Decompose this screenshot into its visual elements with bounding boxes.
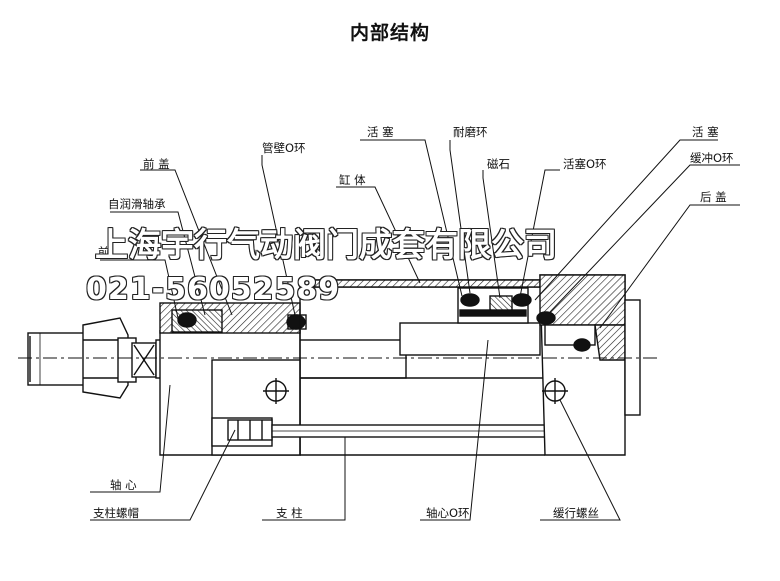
label-piston-top: 活 塞 [367, 125, 394, 139]
label-piston-oring: 活塞O环 [563, 157, 607, 171]
leader-piston-oring [519, 169, 560, 298]
label-front-cover: 前 盖 [143, 157, 170, 171]
leader-piston-top [360, 139, 463, 297]
rod-thread-end [27, 332, 89, 386]
leader-cylinder-body [336, 186, 421, 284]
leader-bearing2 [100, 259, 179, 319]
label-shaft-oring: 轴心O环 [426, 506, 470, 520]
leader-tie-rod [262, 437, 346, 521]
label-self-lube-bearing: 自润滑轴承 [108, 197, 166, 211]
label-cushion-oring: 缓冲O环 [690, 151, 734, 165]
leader-bearing [110, 211, 206, 316]
leader-tube-oring [261, 155, 296, 316]
label-wear-ring: 耐磨环 [453, 125, 488, 139]
diagram-title: 内部结构 [349, 22, 430, 44]
label-front: 前 [98, 245, 110, 259]
leader-magnet [482, 170, 501, 299]
watermark-phone: 021-56052589 [86, 272, 341, 307]
leader-shaft [90, 384, 171, 493]
label-piston-right: 活 塞 [692, 125, 719, 139]
label-cylinder-body: 缸 体 [339, 173, 366, 187]
leader-cushion-oring [549, 164, 740, 313]
label-shaft: 轴 心 [110, 478, 137, 492]
label-tie-rod: 支 柱 [276, 506, 303, 520]
leader-shaft-oring [420, 339, 489, 521]
label-tie-rod-nut: 支柱螺帽 [93, 506, 139, 520]
label-magnet: 磁石 [487, 157, 510, 171]
leader-wear-ring [449, 140, 471, 294]
rear-end-cap [624, 299, 641, 416]
leader-piston-right [534, 139, 718, 301]
leader-front-cover [140, 169, 233, 316]
leader-cushion-screw [540, 399, 621, 521]
watermark-company: 上海宇行气动阀门成套有限公司 [95, 225, 557, 264]
piston [399, 322, 541, 356]
label-tube-oring: 管壁O环 [262, 141, 306, 155]
label-rear-cover: 后 盖 [700, 190, 727, 204]
leader-rear-cover [599, 204, 740, 329]
label-cushion-screw: 缓行螺丝 [553, 506, 599, 520]
leader-tie-rod-nut [90, 429, 236, 521]
